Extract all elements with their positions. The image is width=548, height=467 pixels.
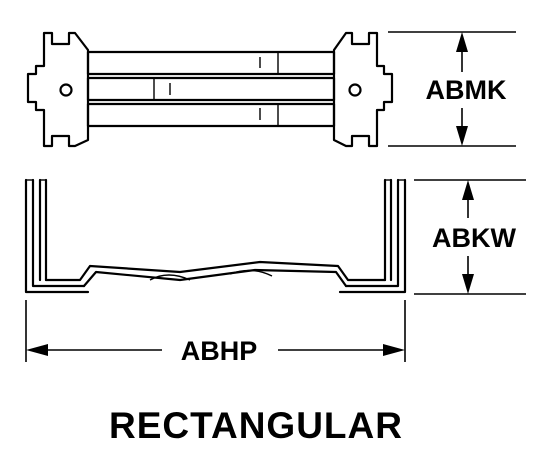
side-view-left-wall: [24, 178, 90, 294]
top-view-left-end: [26, 31, 90, 148]
dimension-label-abkw: ABKW: [432, 223, 516, 253]
top-view-upper-bar: [86, 50, 336, 76]
arrow-down-icon: [456, 126, 468, 146]
dimension-abhp: ABHP: [25, 300, 406, 366]
top-view-right-end: [332, 31, 394, 148]
side-view-base-clip: [44, 260, 387, 282]
side-view-right-wall: [338, 178, 407, 294]
dimension-abkw: ABKW: [414, 179, 526, 295]
dimension-label-abhp: ABHP: [181, 336, 258, 366]
side-view: [24, 178, 407, 294]
top-view: [26, 31, 394, 148]
arrow-left-icon: [26, 344, 48, 356]
arrow-up-icon: [456, 32, 468, 52]
top-view-lower-bar: [86, 102, 336, 128]
arrow-right-icon: [383, 344, 405, 356]
top-view-right-hole: [348, 83, 362, 97]
top-view-middle-bar: [86, 76, 336, 102]
shape-caption: RECTANGULAR: [109, 405, 403, 446]
dimension-abmk: ABMK: [388, 31, 516, 147]
arrow-down-icon: [462, 274, 474, 294]
top-view-left-hole: [59, 83, 73, 97]
arrow-up-icon: [462, 180, 474, 200]
dimension-label-abmk: ABMK: [426, 75, 507, 105]
